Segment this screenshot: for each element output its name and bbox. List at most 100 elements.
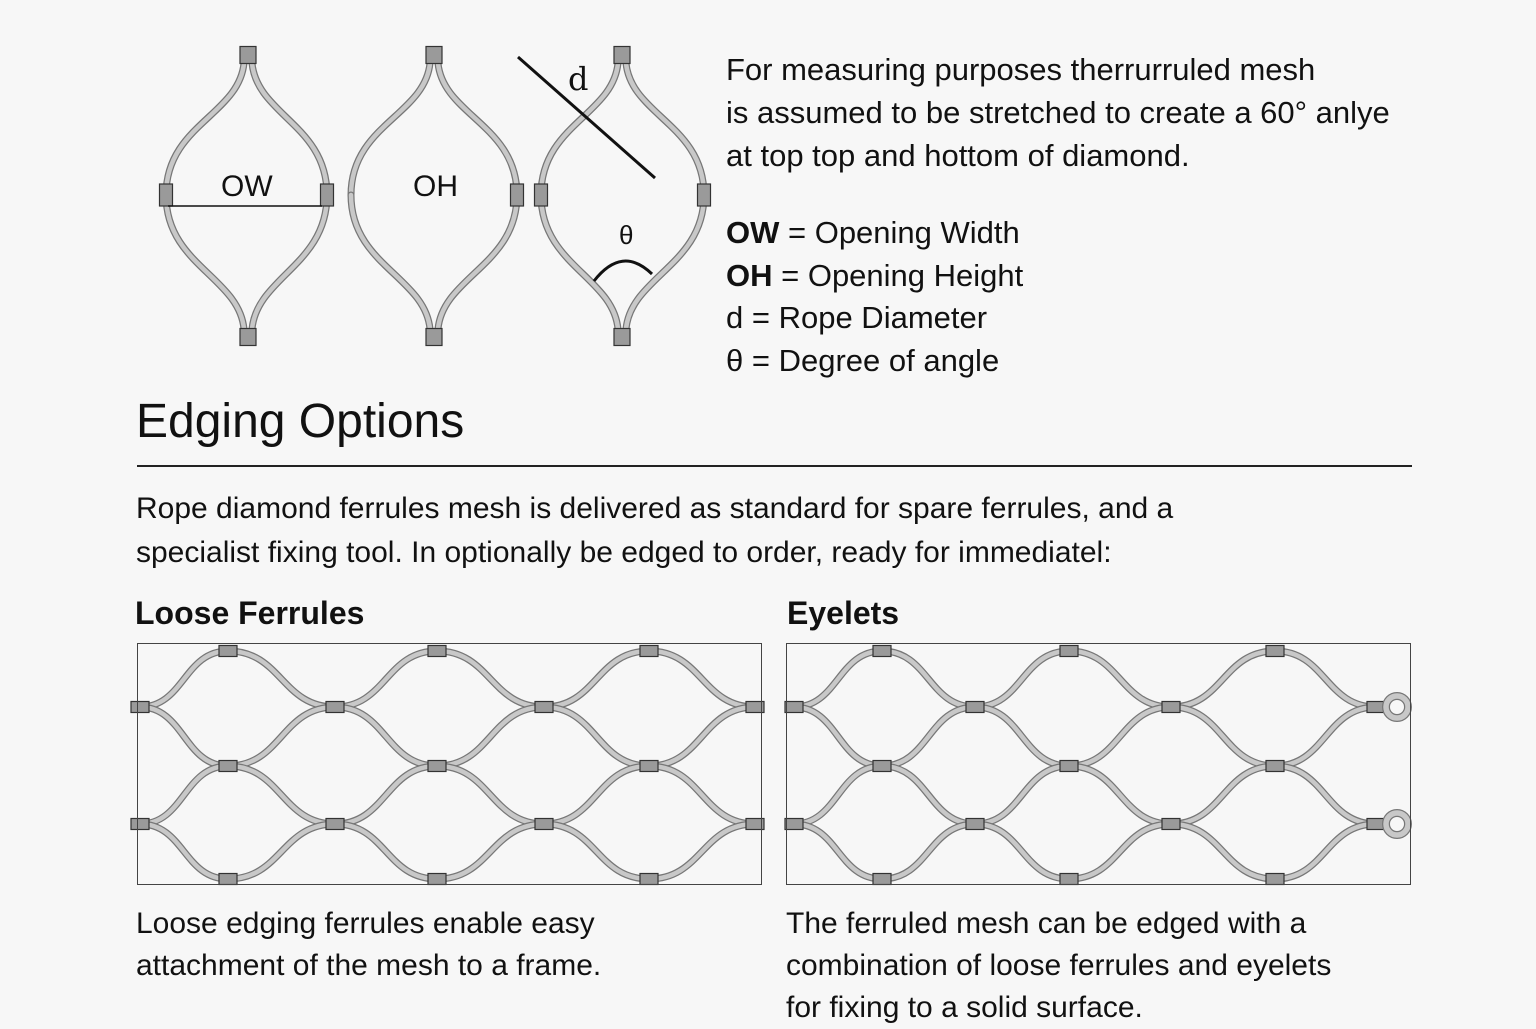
ferrule xyxy=(130,817,150,831)
rope-strand xyxy=(434,648,547,710)
note-line: at top top and hottom of diamond. xyxy=(726,138,1190,173)
ferrule xyxy=(613,327,631,347)
ow-label: OW xyxy=(221,170,273,203)
rope-strand xyxy=(541,648,652,710)
rope-strand xyxy=(332,648,440,710)
ferrule xyxy=(425,327,443,347)
ferrule xyxy=(534,700,554,714)
rope-strand xyxy=(972,763,1072,827)
rope-strand xyxy=(541,704,652,769)
ferrule xyxy=(1161,817,1181,831)
ferrule xyxy=(965,817,985,831)
eyelet xyxy=(1383,693,1411,721)
rope-strand xyxy=(137,821,231,882)
d-label: d xyxy=(568,60,589,98)
rope-strand xyxy=(162,191,248,333)
ferrule xyxy=(1059,644,1079,658)
ferrule xyxy=(745,817,765,831)
rope-strand xyxy=(791,704,885,769)
oh-label: OH xyxy=(413,170,458,203)
ferrule xyxy=(1161,700,1181,714)
ferrule xyxy=(218,759,238,773)
legend-desc: = Opening Height xyxy=(772,257,1024,293)
rope-strand xyxy=(972,821,1072,882)
ferrule xyxy=(872,759,892,773)
rope-strand xyxy=(622,59,708,199)
rope-strand xyxy=(225,648,338,710)
paragraph-line: Rope diamond ferrules mesh is delivered … xyxy=(136,492,1174,525)
rope-strand xyxy=(623,60,707,198)
rope-strand xyxy=(538,192,621,332)
rope-strand xyxy=(137,648,231,710)
legend-key: d xyxy=(726,300,744,335)
ferrule xyxy=(130,700,150,714)
eyelets-panel xyxy=(786,643,1411,885)
rope-strand xyxy=(348,60,433,198)
rope-strand xyxy=(137,763,231,827)
section-paragraph: Rope diamond ferrules mesh is delivered … xyxy=(136,487,1173,575)
rope-strand xyxy=(348,192,433,332)
rope-strand xyxy=(879,704,978,769)
ferrule xyxy=(965,700,985,714)
rope-strand xyxy=(435,192,520,332)
paragraph-line: specialist fixing tool. In optionally be… xyxy=(136,536,1112,569)
eyelets-title: Eyelets xyxy=(787,595,900,631)
caption-line: attachment of the mesh to a frame. xyxy=(136,949,602,982)
ferrule xyxy=(325,700,345,714)
ferrule xyxy=(427,759,447,773)
rope-strand xyxy=(622,191,708,333)
rope-strand xyxy=(646,648,758,710)
rope-strand xyxy=(1168,763,1278,827)
section-title: Edging Options xyxy=(136,395,465,448)
rope-strand xyxy=(541,821,652,882)
rope-strand xyxy=(972,648,1072,710)
rope-strand xyxy=(1168,821,1278,882)
legend-item: OW = Opening Width xyxy=(726,212,1023,255)
legend-item: θ = Degree of angle xyxy=(726,340,1023,383)
ferrule xyxy=(158,183,174,207)
rope-strand xyxy=(163,192,247,332)
ferrule xyxy=(639,644,659,658)
rope-strand xyxy=(332,704,440,769)
rope-strand xyxy=(1066,648,1174,710)
divider xyxy=(137,465,1412,467)
rope-strand xyxy=(248,191,331,333)
ferrule xyxy=(534,817,554,831)
ferrule xyxy=(872,644,892,658)
ferrule xyxy=(239,45,257,65)
rope-strand xyxy=(879,648,978,710)
rope-strand xyxy=(791,648,885,710)
ferrule xyxy=(509,183,525,207)
ferrule xyxy=(239,327,257,347)
rope-strand xyxy=(137,704,231,769)
rope-strand xyxy=(541,763,652,827)
rope-strand xyxy=(1272,763,1379,827)
ferrule xyxy=(784,817,804,831)
ferrule xyxy=(1265,759,1285,773)
loose-ferrules-caption: Loose edging ferrules enable easy attach… xyxy=(136,903,601,987)
legend: OW = Opening Width OH = Opening Height d… xyxy=(726,212,1023,382)
rope-strand xyxy=(537,191,622,333)
rope-strand xyxy=(972,704,1072,769)
rope-strand xyxy=(1272,821,1379,882)
rope-strand xyxy=(434,191,521,333)
ferrule xyxy=(745,700,765,714)
caption-line: for fixing to a solid surface. xyxy=(786,991,1143,1024)
rope-strand xyxy=(434,704,547,769)
legend-key: OH xyxy=(726,257,773,293)
ferrule xyxy=(1059,759,1079,773)
caption-line: Loose edging ferrules enable easy xyxy=(136,907,595,940)
rope-strand xyxy=(332,763,440,827)
rope-strand xyxy=(163,60,247,198)
theta-label: θ xyxy=(619,220,634,250)
theta-arc xyxy=(592,259,654,282)
rope-strand xyxy=(791,763,885,827)
rope-strand xyxy=(879,821,978,882)
legend-key: θ xyxy=(726,342,744,378)
rope-strand xyxy=(1272,704,1379,769)
caption-line: combination of loose ferrules and eyelet… xyxy=(786,949,1332,982)
legend-item: OH = Opening Height xyxy=(726,255,1023,298)
rope-strand xyxy=(225,821,338,882)
ferrule xyxy=(533,183,549,207)
